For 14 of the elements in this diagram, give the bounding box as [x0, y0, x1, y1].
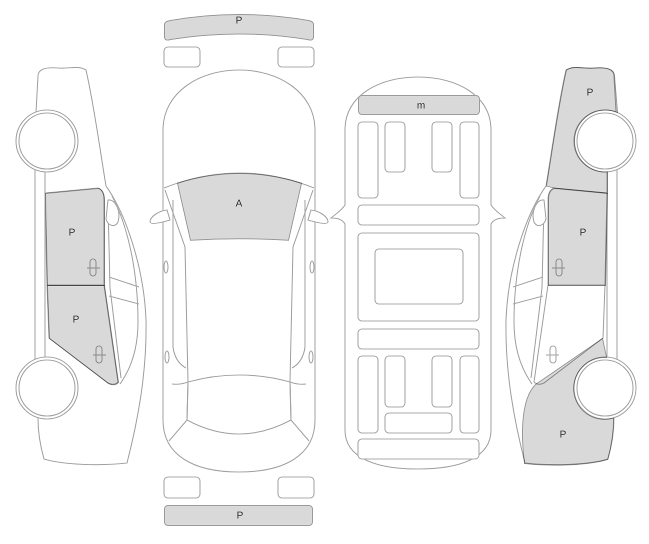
- bumper-panel: [164, 505, 313, 526]
- damage-code: P: [236, 510, 244, 522]
- bumper-panel: [164, 14, 314, 40]
- damage-code: P: [586, 87, 594, 98]
- fender-panel: [522, 338, 614, 466]
- damage-code: P: [236, 16, 242, 26]
- damage-code: P: [560, 430, 566, 440]
- damage-code: P: [68, 228, 76, 238]
- door-panel: [44, 188, 104, 286]
- damage-code: P: [580, 228, 586, 238]
- door-panel: [46, 284, 118, 385]
- damage-code: P: [72, 314, 80, 326]
- door-panel: [548, 188, 608, 286]
- fender-panel: [546, 66, 618, 194]
